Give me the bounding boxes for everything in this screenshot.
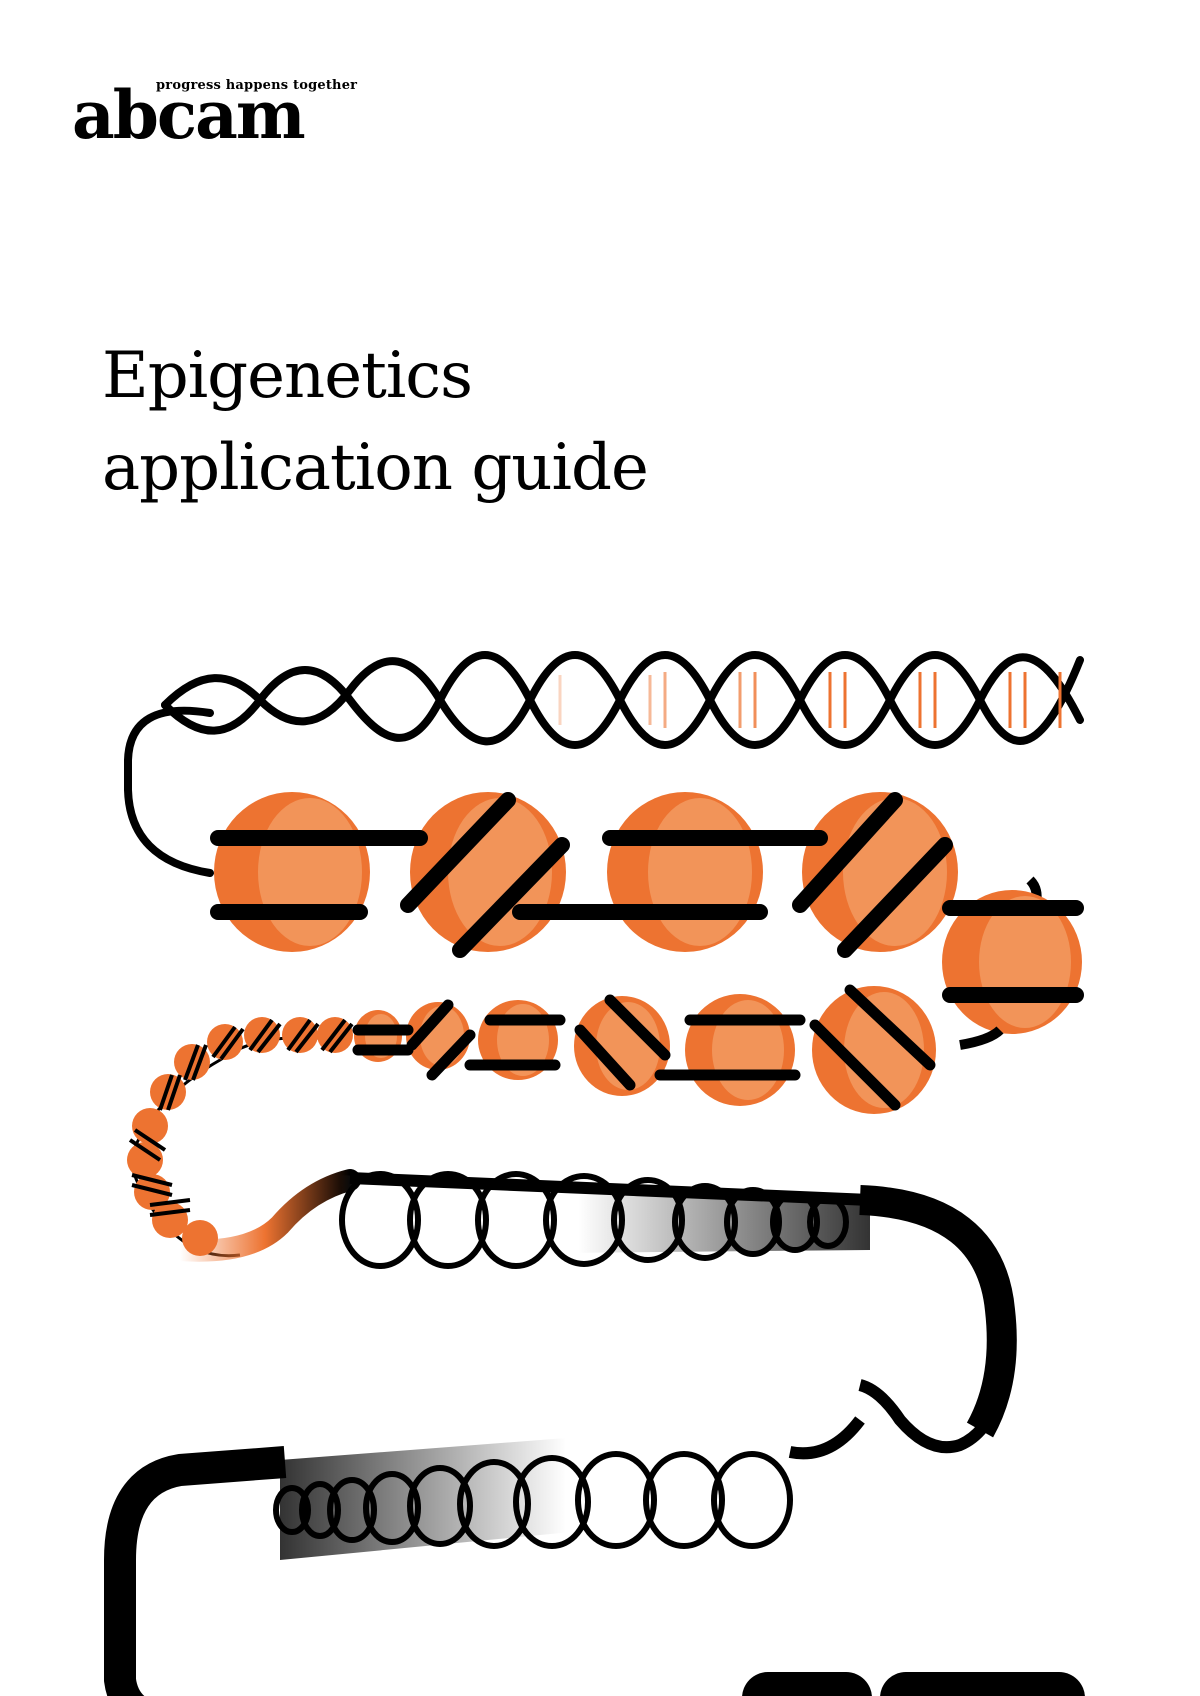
logo-tagline: progress happens together [156, 78, 358, 93]
chromosome [742, 1672, 1085, 1696]
chromatin-loops-upper [339, 1171, 1017, 1454]
chromatin-illustration [104, 651, 1085, 1696]
dna-helix [124, 651, 1084, 877]
chromatin-loops-lower [104, 1416, 865, 1696]
abcam-logo: progress happens together abcam [72, 78, 392, 148]
chromatin-fibre [127, 1017, 361, 1262]
title-line-1: Epigenetics [102, 339, 473, 413]
title-line-2: application guide [102, 431, 649, 505]
page-title: Epigenetics application guide [102, 330, 649, 514]
logo-wordmark: abcam [72, 76, 306, 154]
dna-base-pairs [558, 672, 1062, 728]
nucleosome-row-1 [210, 792, 1084, 1034]
nucleosome-row-2 [352, 984, 1004, 1114]
